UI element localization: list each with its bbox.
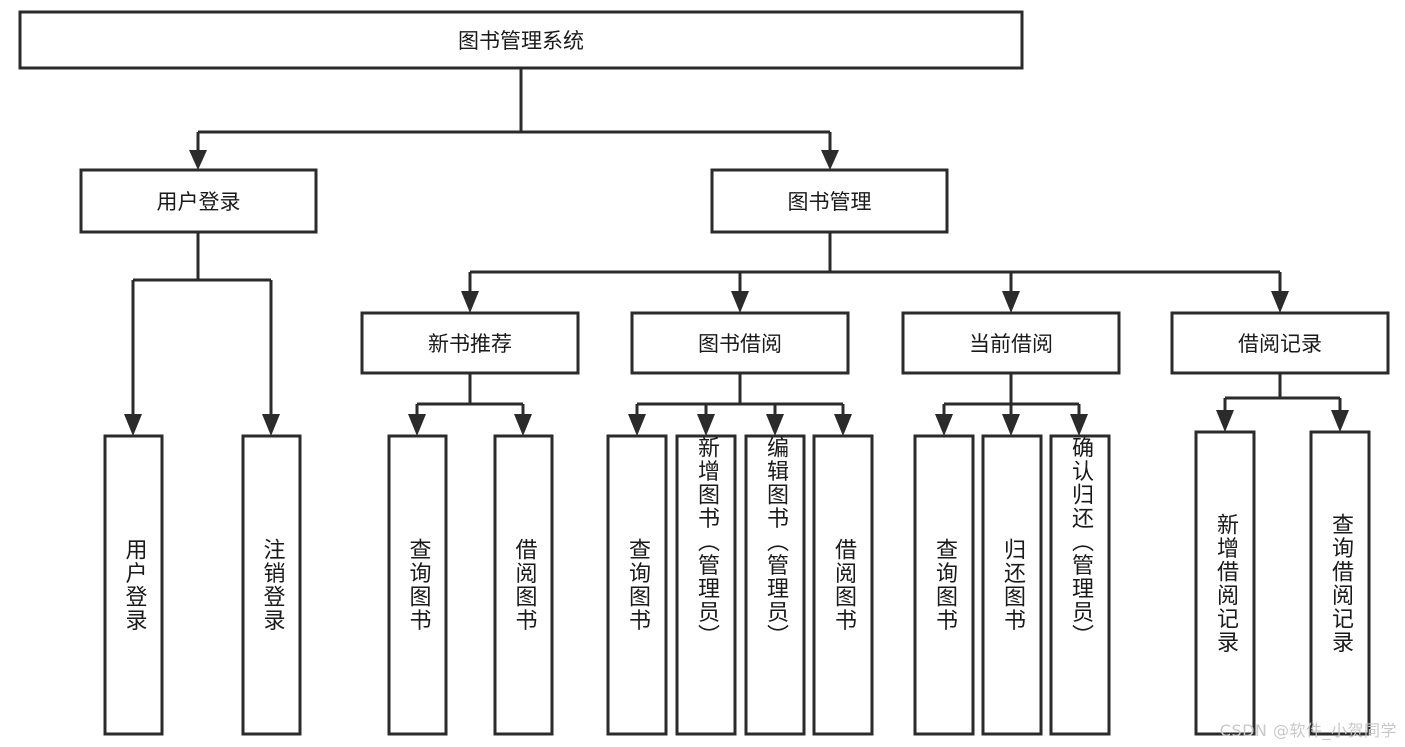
node-leaf-br-add-record[interactable] [1194,430,1256,736]
arrow-leaf-nb-1 [408,414,426,436]
node-user-login[interactable] [79,168,318,234]
arrow-leaf-cb-3 [1070,414,1088,436]
node-leaf-br-query-record[interactable] [1309,430,1371,736]
arrow-to-borrow-record [1271,291,1289,313]
node-leaf-cb-confirm-return[interactable] [1049,434,1111,736]
arrow-leaf-logout [262,414,280,436]
node-leaf-bb-borrow-book[interactable] [812,434,874,736]
node-leaf-cb-return-book[interactable] [981,434,1043,736]
node-new-book-recommend[interactable] [360,311,580,375]
arrow-to-book-borrow [731,291,749,313]
arrow-to-user-login [189,150,207,170]
node-borrow-record[interactable] [1170,311,1390,375]
node-leaf-bb-query-book[interactable] [606,434,668,736]
nodes-group [18,10,1390,736]
node-leaf-bb-edit-book[interactable] [744,434,806,736]
node-book-borrow[interactable] [630,311,850,375]
arrow-leaf-bb-2 [697,414,715,436]
node-leaf-cb-query-book[interactable] [913,434,975,736]
node-leaf-nb-borrow-book[interactable] [493,434,554,736]
arrow-leaf-nb-2 [514,414,532,436]
arrow-leaf-user-login [124,414,142,436]
arrow-to-book-mgmt [821,150,839,170]
arrow-leaf-br-1 [1216,410,1234,432]
arrow-leaf-cb-2 [1002,414,1020,436]
arrow-leaf-bb-1 [628,414,646,436]
edges-group [124,68,1349,436]
node-root-book-management-system[interactable] [18,10,1024,70]
arrow-leaf-cb-1 [935,414,953,436]
node-current-borrow[interactable] [901,311,1121,375]
arrow-leaf-bb-3 [766,414,784,436]
csdn-watermark: CSDN @软件_小贺同学 [1219,721,1397,740]
node-book-management[interactable] [710,168,949,234]
node-leaf-user-login[interactable] [103,434,164,736]
node-leaf-bb-add-book[interactable] [675,434,737,736]
arrow-leaf-bb-4 [834,414,852,436]
node-leaf-logout[interactable] [241,434,302,736]
arrow-to-new-book [461,291,479,313]
arrow-to-current-borrow [1002,291,1020,313]
arrow-leaf-br-2 [1331,410,1349,432]
node-leaf-nb-query-book[interactable] [387,434,448,736]
